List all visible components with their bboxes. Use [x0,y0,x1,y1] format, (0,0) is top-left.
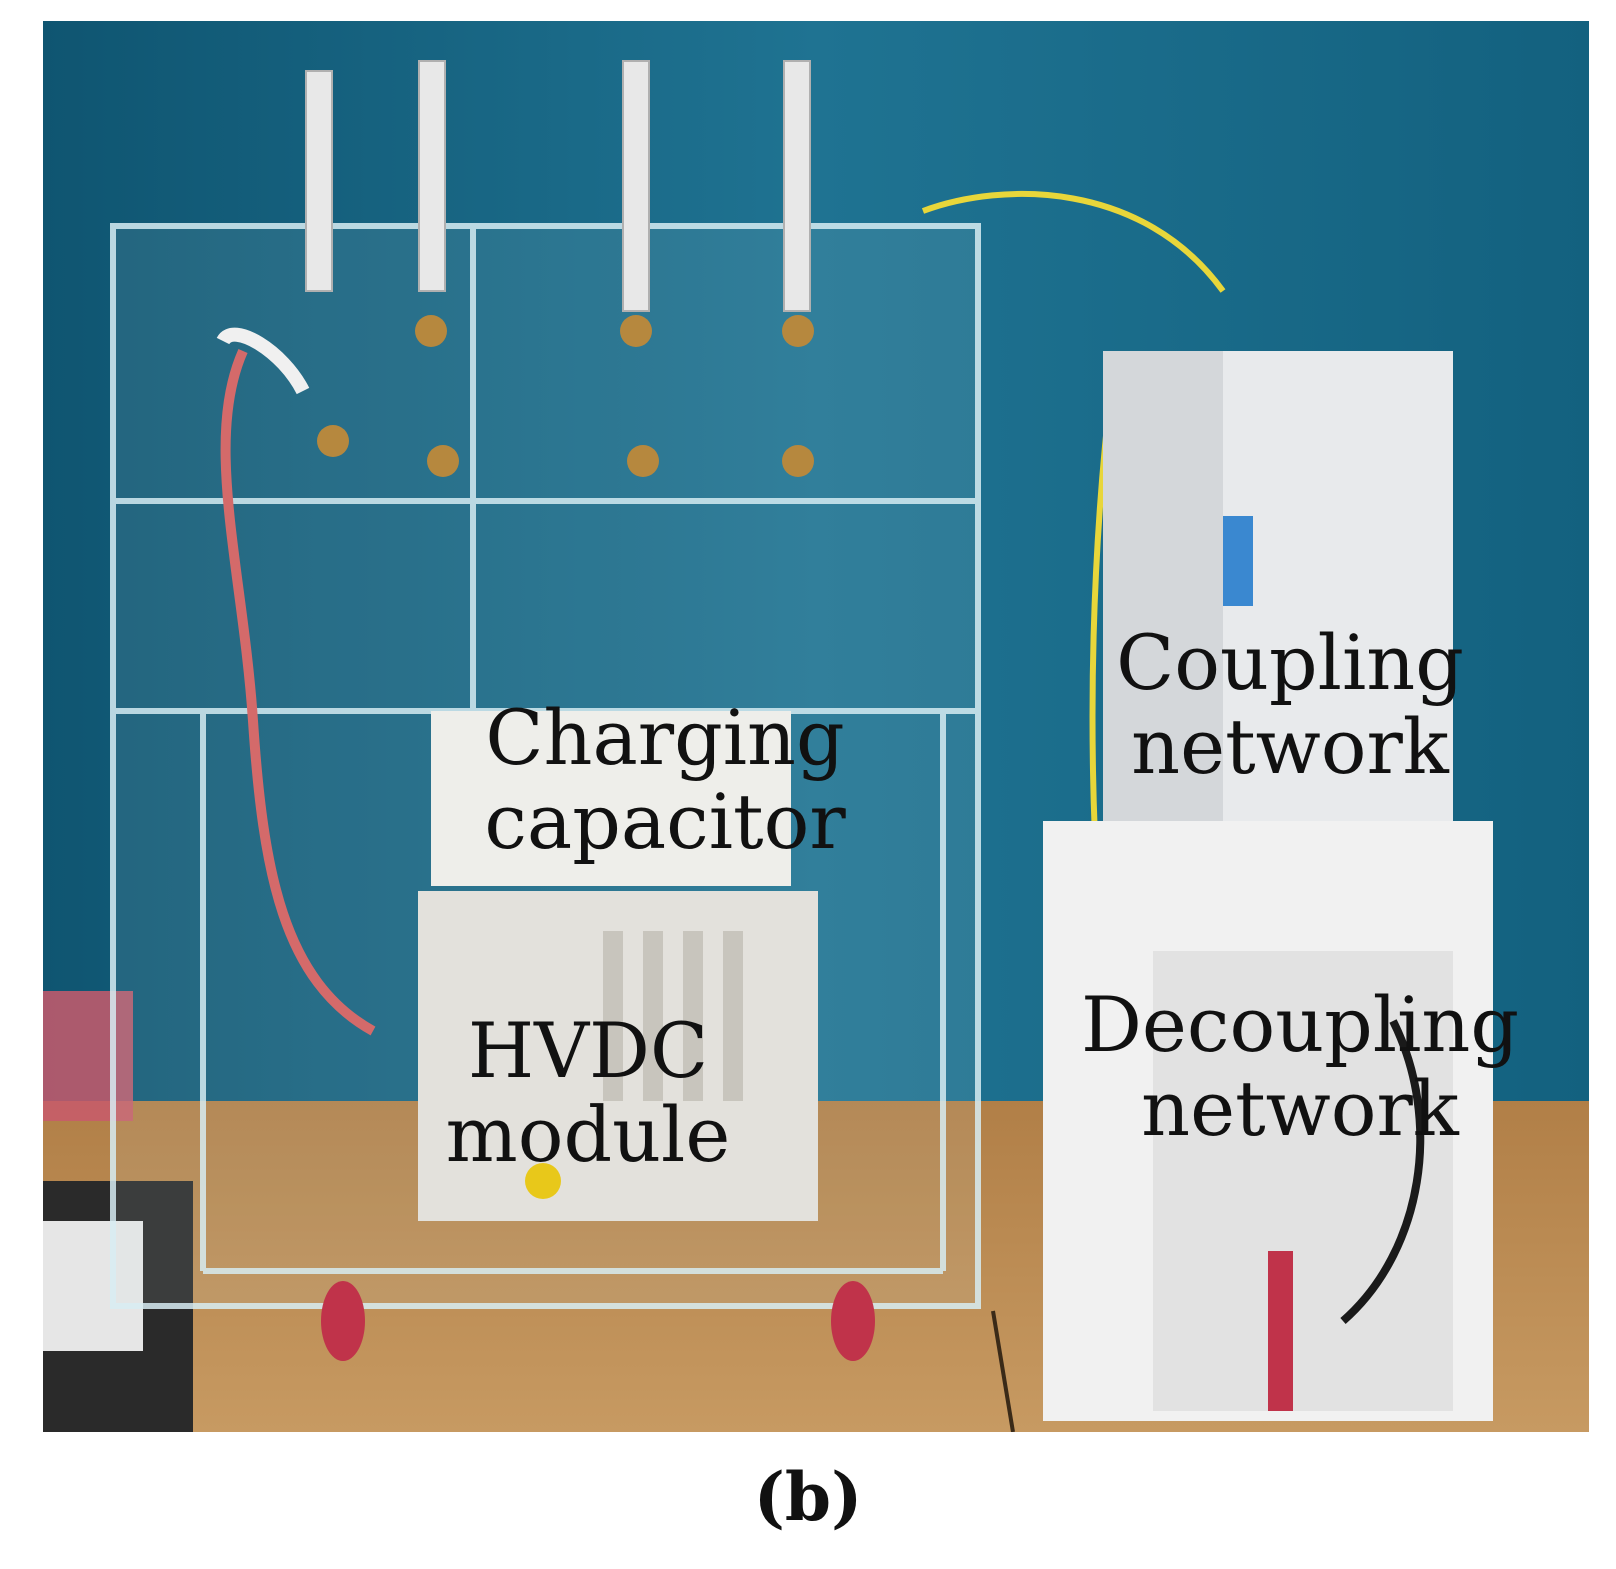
charging-capacitor-label: Charging capacitor [430,700,900,868]
label-line: network [1131,702,1449,791]
label-line: HVDC [467,1006,709,1095]
charging-capacitor-box [431,711,791,886]
coupling-network-label: Coupling network [1095,625,1485,793]
side-device [43,991,133,1121]
decoupling-network-label: Decoupling network [1040,987,1560,1155]
insulators [305,60,811,312]
figure-caption: (b) [753,1458,863,1536]
label-line: capacitor [484,777,846,866]
label-line: network [1141,1064,1459,1153]
label-line: Decoupling [1080,980,1520,1069]
equipment-photo [43,21,1589,1432]
label-line: Coupling [1116,618,1464,707]
label-line: Charging [485,693,845,782]
label-line: module [445,1090,731,1179]
hvdc-module-label: HVDC module [418,1013,758,1181]
photo-illustration [43,21,1589,1432]
